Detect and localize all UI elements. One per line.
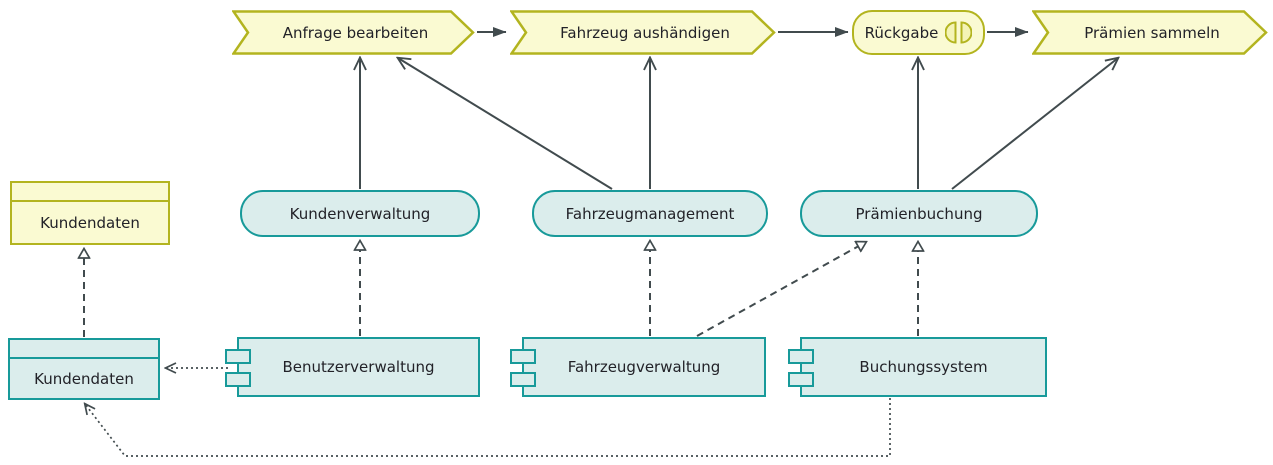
object-top-band <box>10 340 158 359</box>
component-tab-icon <box>225 372 251 387</box>
object-label: Kundendaten <box>40 213 140 232</box>
chevron-shape <box>1032 10 1268 55</box>
process-label: Prämien sammeln <box>1084 23 1220 42</box>
service-fahrzeugmanagement: Fahrzeugmanagement <box>532 190 768 237</box>
edge-praemienbuchung-to-praemien-sammeln <box>951 58 1118 190</box>
edge-buchungssystem-to-kundendaten-data <box>85 398 891 457</box>
process-praemien-sammeln: Prämien sammeln <box>1032 10 1268 55</box>
component-label: Buchungssystem <box>859 358 988 376</box>
component-tab-icon <box>225 349 251 364</box>
service-label: Kundenverwaltung <box>289 204 431 223</box>
component-label: Fahrzeugverwaltung <box>567 358 721 376</box>
component-tab-icon <box>788 372 814 387</box>
interaction-label: Rückgabe <box>864 23 939 42</box>
process-anfrage-bearbeiten: Anfrage bearbeiten <box>232 10 475 55</box>
component-buchungssystem: Buchungssystem <box>788 337 1047 397</box>
service-praemienbuchung: Prämienbuchung <box>800 190 1038 237</box>
component-label: Benutzerverwaltung <box>282 358 435 376</box>
interaction-icon <box>945 21 973 44</box>
business-object-kundendaten: Kundendaten <box>10 181 170 245</box>
service-label: Fahrzeugmanagement <box>565 204 735 223</box>
edge-fahrzeugmanagement-to-anfrage-bearbeiten <box>398 58 613 190</box>
component-tab-icon <box>510 372 536 387</box>
component-benutzerverwaltung: Benutzerverwaltung <box>225 337 480 397</box>
process-label: Anfrage bearbeiten <box>282 23 429 42</box>
component-fahrzeugverwaltung: Fahrzeugverwaltung <box>510 337 766 397</box>
process-fahrzeug-aushaendigen: Fahrzeug aushändigen <box>510 10 776 55</box>
chevron-shape <box>232 10 475 55</box>
component-tab-icon <box>510 349 536 364</box>
edge-fahrzeugverwaltung-to-praemienbuchung <box>696 242 866 337</box>
service-label: Prämienbuchung <box>855 204 983 223</box>
component-tab-icon <box>788 349 814 364</box>
data-object-kundendaten: Kundendaten <box>8 338 160 400</box>
chevron-shape <box>510 10 776 55</box>
interaction-rueckgabe: Rückgabe <box>852 10 985 55</box>
object-top-band <box>12 183 168 202</box>
service-kundenverwaltung: Kundenverwaltung <box>240 190 480 237</box>
process-label: Fahrzeug aushändigen <box>560 23 730 42</box>
object-label: Kundendaten <box>34 369 134 388</box>
